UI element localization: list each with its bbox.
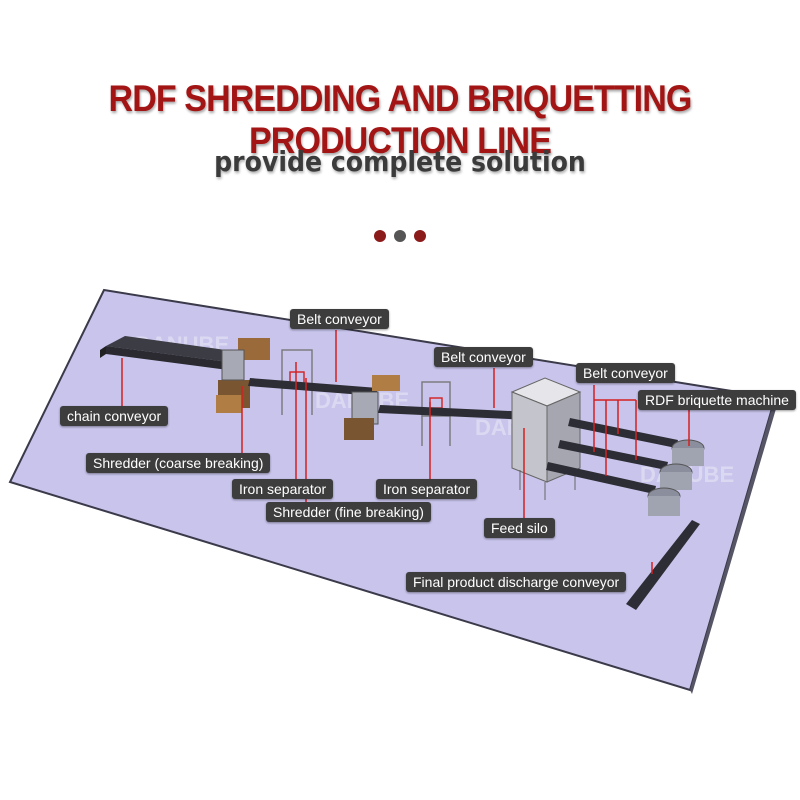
- rdf-briquette-machine: [647, 439, 705, 516]
- fine-shredder-machine: [344, 375, 400, 440]
- label-shredder-coarse: Shredder (coarse breaking): [86, 453, 271, 473]
- chain-conveyor: [100, 336, 240, 370]
- decorative-dot-3: [414, 230, 426, 242]
- label-belt-conveyor-2: Belt conveyor: [434, 347, 533, 367]
- decorative-dot-2: [394, 230, 406, 242]
- label-belt-conveyor-1: Belt conveyor: [290, 309, 389, 329]
- floor-edge-shadow: [690, 398, 778, 694]
- label-iron-separator-1: Iron separator: [232, 479, 334, 499]
- final-discharge-conveyor: [626, 520, 700, 610]
- decorative-dot-1: [374, 230, 386, 242]
- belt-conveyor-3: [546, 418, 678, 494]
- belt-conveyor-1: [248, 378, 378, 396]
- label-feed-silo: Feed silo: [484, 518, 555, 538]
- coarse-shredder-machine: [216, 338, 270, 413]
- label-final-discharge-conveyor: Final product discharge conveyor: [406, 572, 627, 592]
- page-title: RDF SHREDDING AND BRIQUETTING PRODUCTION…: [108, 78, 693, 161]
- label-shredder-fine: Shredder (fine breaking): [266, 502, 431, 522]
- label-iron-separator-2: Iron separator: [376, 479, 478, 499]
- belt-conveyor-2: [378, 405, 532, 420]
- page-subtitle: provide complete solution: [214, 145, 586, 178]
- label-belt-conveyor-3: Belt conveyor: [576, 363, 675, 383]
- feed-silo: [510, 377, 582, 500]
- label-rdf-briquette-machine: RDF briquette machine: [638, 390, 796, 410]
- leader-lines: [121, 330, 690, 574]
- label-chain-conveyor: chain conveyor: [60, 406, 169, 426]
